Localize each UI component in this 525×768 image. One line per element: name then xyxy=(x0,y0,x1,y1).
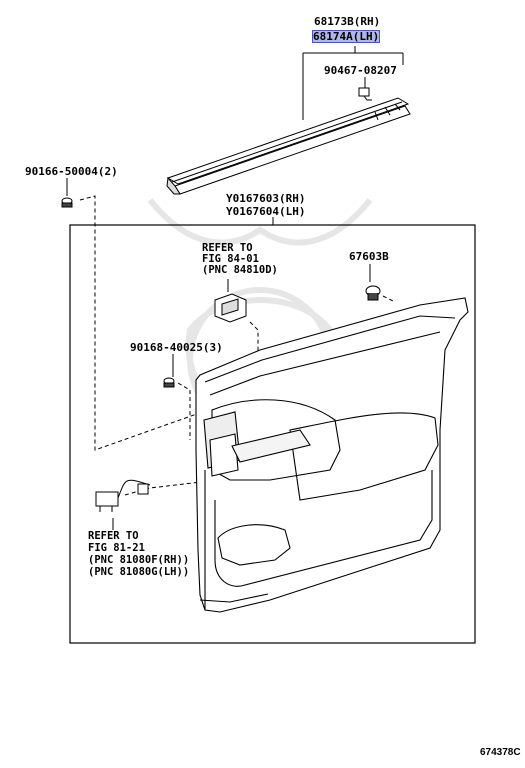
refer-label-81-line3: (PNC 81080F(RH)) xyxy=(88,554,190,566)
leader-lines xyxy=(66,46,404,530)
part-label-y0167604: Y0167604(LH) xyxy=(226,205,306,218)
refer-label-81-line2: FIG 81-21 xyxy=(88,542,145,554)
screw-90166-part xyxy=(61,197,73,208)
part-label-90467: 90467-08207 xyxy=(324,64,397,77)
refer-label-81-line1: REFER TO xyxy=(88,530,139,542)
part-label-90166: 90166-50004(2) xyxy=(25,165,118,178)
diagram-code: 674378C xyxy=(480,747,521,758)
part-label-90168: 90168-40025(3) xyxy=(130,341,223,354)
clip-67603b-part xyxy=(365,285,381,301)
refer-label-81-line4: (PNC 81080G(LH)) xyxy=(88,566,190,578)
refer-label-84-line1: REFER TO xyxy=(202,242,253,254)
screw-90168-part xyxy=(163,377,175,388)
belt-weatherstrip-part xyxy=(166,97,411,195)
refer-label-84-line3: (PNC 84810D) xyxy=(202,264,278,276)
clip-90467-part xyxy=(358,87,372,101)
switch-part-84-01 xyxy=(214,293,247,323)
door-trim-panel-part xyxy=(195,297,469,613)
part-label-68173b: 68173B(RH) xyxy=(314,15,381,28)
refer-label-84-line2: FIG 84-01 xyxy=(202,253,259,265)
part-label-67603b: 67603B xyxy=(349,250,389,263)
part-label-y0167603: Y0167603(RH) xyxy=(226,192,306,205)
part-label-68174a: 68174A(LH) xyxy=(311,30,381,43)
courtesy-lamp-harness-part xyxy=(95,479,151,512)
